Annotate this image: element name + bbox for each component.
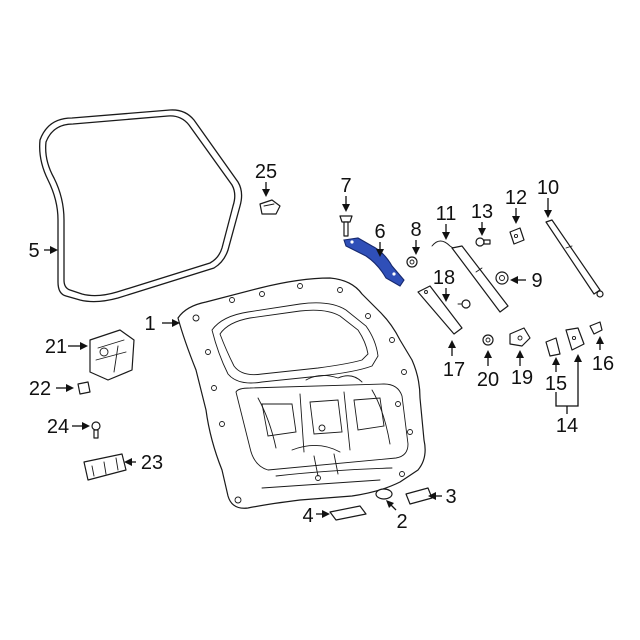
part-liftgate-panel xyxy=(177,277,426,509)
callout-18: 18 xyxy=(433,267,455,289)
part-2-bumper xyxy=(375,488,393,500)
part-14-latch xyxy=(565,327,585,351)
part-23-bracket xyxy=(83,453,127,481)
callout-20: 20 xyxy=(477,369,499,391)
part-9-grommet xyxy=(495,271,509,285)
part-4-handle xyxy=(329,505,367,521)
callout-labels: 1 2 3 4 5 6 7 8 9 10 11 12 13 14 15 16 1… xyxy=(28,161,614,533)
callout-10: 10 xyxy=(537,177,559,199)
part-15-latch xyxy=(545,337,561,357)
part-8-bolt xyxy=(406,256,418,268)
callout-6: 6 xyxy=(374,221,385,243)
callout-17: 17 xyxy=(443,359,465,381)
callout-21: 21 xyxy=(45,336,67,358)
callout-15: 15 xyxy=(545,373,567,395)
callout-9: 9 xyxy=(531,270,542,292)
callout-24: 24 xyxy=(47,416,69,438)
callout-16: 16 xyxy=(592,353,614,375)
callout-13: 13 xyxy=(471,201,493,223)
part-22-clip xyxy=(77,381,91,395)
callout-23: 23 xyxy=(141,452,163,474)
callout-4: 4 xyxy=(302,505,313,527)
part-18-screw xyxy=(457,299,471,309)
callout-14: 14 xyxy=(556,415,578,437)
part-13-bumper xyxy=(475,237,491,247)
part-7-bolt xyxy=(339,215,353,237)
part-11-strut xyxy=(431,240,509,313)
part-6-hinge xyxy=(343,237,405,287)
part-17-trim xyxy=(417,285,463,335)
part-16-clip xyxy=(589,321,603,335)
part-19-striker xyxy=(509,327,531,347)
callout-7: 7 xyxy=(340,175,351,197)
part-20-bolt xyxy=(482,334,494,346)
part-25-clip xyxy=(259,199,281,215)
callout-22: 22 xyxy=(29,378,51,400)
callout-12: 12 xyxy=(505,187,527,209)
callout-2: 2 xyxy=(396,511,407,533)
callout-11: 11 xyxy=(436,203,457,225)
callout-25: 25 xyxy=(255,161,277,183)
callout-19: 19 xyxy=(511,367,533,389)
part-24-bolt xyxy=(91,421,101,439)
callout-1: 1 xyxy=(144,313,155,335)
leader-lines xyxy=(44,182,604,518)
part-weatherstrip-seal xyxy=(39,109,243,303)
part-21-latch-motor xyxy=(89,329,135,381)
callout-8: 8 xyxy=(410,219,421,241)
callout-5: 5 xyxy=(28,240,39,262)
callout-3: 3 xyxy=(445,486,456,508)
part-12-bracket xyxy=(509,227,525,245)
part-10-gas-strut xyxy=(545,219,604,298)
